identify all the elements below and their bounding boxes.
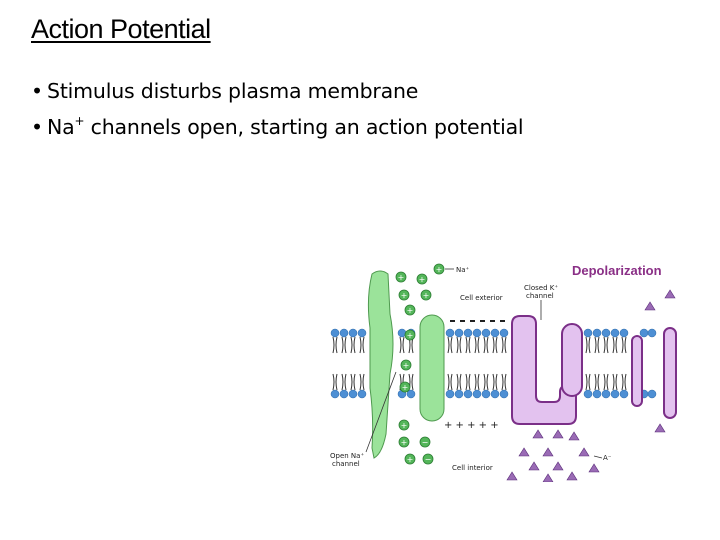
slide-title: Action Potential (31, 14, 211, 44)
open-na-channel (367, 270, 394, 459)
label-cell-interior: Cell interior (452, 464, 493, 472)
membrane-bottom-heads (330, 389, 657, 399)
svg-text:+: + (407, 455, 414, 464)
svg-text:+: + (402, 383, 409, 392)
anion-triangles (506, 289, 676, 483)
membrane-top-heads (330, 328, 657, 338)
svg-text:+: + (419, 275, 426, 284)
na-ions (395, 263, 445, 465)
label-closed-k-line1: Closed K⁺ (524, 284, 558, 292)
svg-text:+: + (401, 438, 408, 447)
svg-text:+: + (401, 421, 408, 430)
depolarization-diagram: Depolarization (330, 263, 677, 483)
bullet-na-channels: •Na+ channels open, starting an action p… (31, 106, 524, 142)
bullet-ion-charge: + (74, 114, 85, 128)
bullet-text: Stimulus disturbs plasma membrane (47, 79, 419, 103)
label-na: Na⁺ (456, 266, 470, 274)
interior-charges: + + + + + (444, 420, 499, 431)
label-anion: A⁻ (603, 454, 612, 462)
svg-text:−: − (422, 438, 429, 447)
bullet-dot: • (31, 79, 43, 103)
bullet-stimulus: •Stimulus disturbs plasma membrane (31, 76, 523, 106)
svg-text:+: + (407, 306, 414, 315)
label-closed-k-line2: channel (526, 292, 554, 300)
bullet-ion: Na (47, 115, 75, 139)
depolarization-figure: Depolarization (326, 252, 686, 483)
membrane-top-tails (332, 336, 627, 354)
bullet-text: channels open, starting an action potent… (84, 115, 524, 139)
membrane-bottom-tails (332, 373, 627, 391)
svg-text:−: − (425, 455, 432, 464)
na-channel-subunit (419, 314, 445, 422)
label-cell-exterior: Cell exterior (460, 294, 503, 302)
label-open-na-line1: Open Na⁺ (330, 452, 364, 460)
channel-gate-dashes (450, 320, 505, 322)
label-open-na-line2: channel (332, 460, 360, 468)
svg-text:+: + (398, 273, 405, 282)
svg-text:+: + (403, 361, 410, 370)
bullet-list: •Stimulus disturbs plasma membrane •Na+ … (31, 76, 524, 142)
figure-heading: Depolarization (572, 263, 662, 278)
svg-text:+: + (407, 331, 414, 340)
bullet-dot: • (31, 115, 43, 139)
leader-lines (365, 268, 603, 459)
na-ion-signs: +++ +++ +++ ++− +− (398, 265, 443, 464)
svg-text:+: + (436, 265, 443, 274)
closed-k-channel (511, 315, 677, 425)
svg-text:+: + (423, 291, 430, 300)
svg-text:+: + (401, 291, 408, 300)
